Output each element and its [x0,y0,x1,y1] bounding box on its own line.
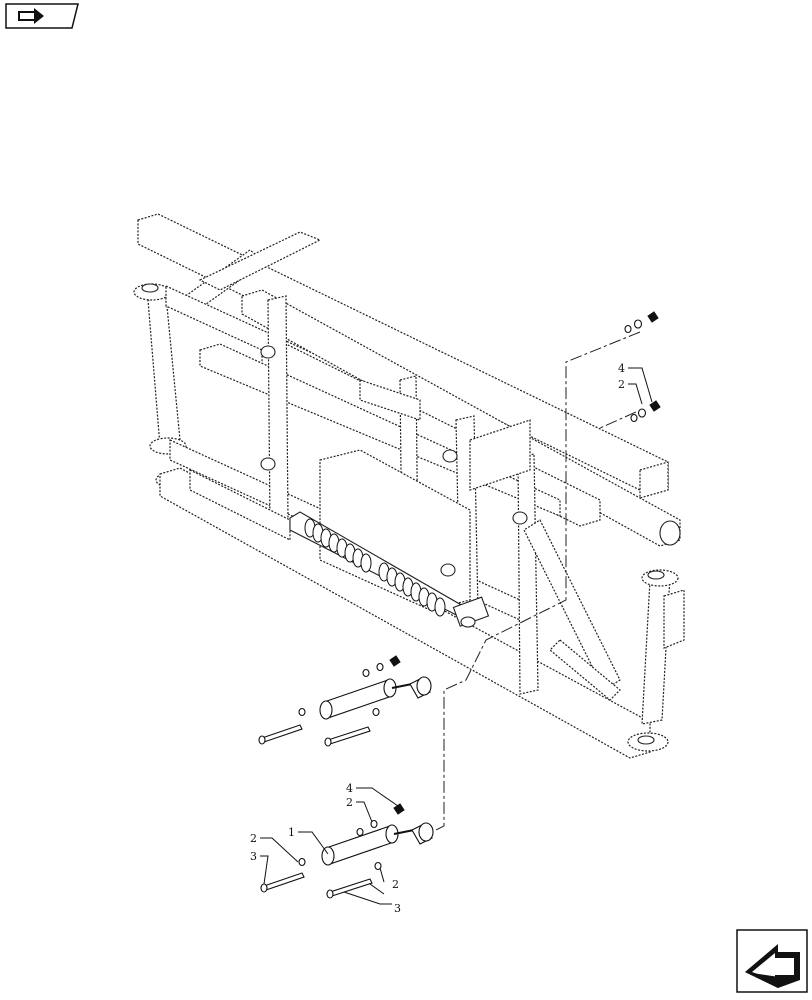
assembly-center-lines [419,331,641,839]
callout-leaders [260,367,653,905]
callout-part-2: 2 [392,878,399,891]
upper-shock-absorber [258,655,432,747]
callout-part-4: 4 [618,362,625,375]
callout-part-4: 4 [346,782,353,795]
callout-part-3: 3 [394,902,401,915]
book-arrow-icon[interactable] [5,3,79,29]
callout-part-1: 1 [288,826,295,839]
callout-part-2: 2 [346,796,353,809]
callout-part-3: 3 [250,850,257,863]
callout-labels: 4 2 4 2 2 3 1 2 3 [250,362,625,915]
spring-shock-assembly [289,511,490,628]
boom-frame-assembly [133,213,685,759]
upper-fastener-group [624,311,661,423]
callout-part-2: 2 [618,378,625,391]
next-page-arrow-icon[interactable] [736,929,808,993]
callout-part-2: 2 [250,832,257,845]
exploded-shock-absorber [260,803,434,899]
